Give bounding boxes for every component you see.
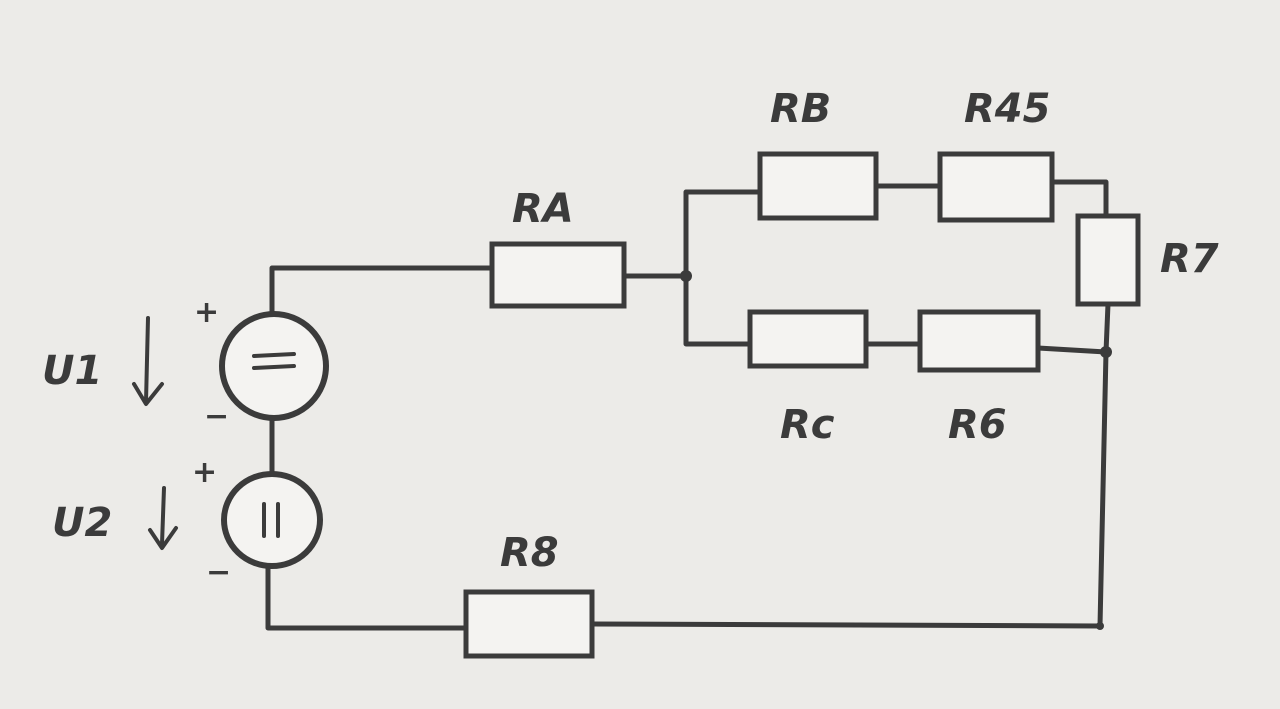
u2-minus-sign: −	[206, 555, 231, 590]
junction-node-right	[1100, 346, 1112, 358]
wire-r6-to-node	[1035, 345, 1109, 355]
u2-plus-sign: +	[192, 455, 217, 490]
wire-r45-r7	[1049, 179, 1109, 219]
label-r7: R7	[1160, 236, 1219, 282]
wire-bottom-right	[589, 621, 1103, 629]
wire-r7-to-node	[1103, 301, 1111, 355]
junction-node-bottom	[1096, 622, 1104, 630]
label-r45: R45	[964, 86, 1050, 132]
resistor-ra	[489, 241, 627, 309]
label-r8: R8	[500, 530, 559, 576]
junction-node-left	[680, 270, 692, 282]
label-u2: U2	[52, 500, 112, 546]
resistor-r7	[1075, 213, 1141, 307]
resistor-r6	[917, 309, 1041, 373]
wire-lower-branch-start	[683, 273, 753, 347]
wire-top-left	[269, 265, 495, 331]
u1-direction-arrow	[132, 316, 164, 406]
label-rb: RB	[770, 86, 831, 132]
u2-direction-arrow	[148, 486, 178, 550]
resistor-r45	[937, 151, 1055, 223]
label-rc: Rc	[780, 402, 835, 448]
wire-upper-branch-start	[683, 189, 763, 279]
resistor-rb	[757, 151, 879, 221]
resistor-r8	[463, 589, 595, 659]
label-r6: R6	[948, 402, 1007, 448]
label-ra: RA	[512, 186, 574, 232]
voltage-source-u1	[219, 311, 329, 421]
u1-plus-sign: +	[194, 295, 219, 330]
u1-minus-sign: −	[204, 399, 229, 434]
resistor-rc	[747, 309, 869, 369]
wires	[265, 179, 1111, 631]
label-u1: U1	[42, 348, 102, 394]
voltage-source-u2	[221, 471, 323, 569]
wire-bottom-left	[265, 563, 469, 631]
wire-right-vertical	[1097, 349, 1109, 629]
